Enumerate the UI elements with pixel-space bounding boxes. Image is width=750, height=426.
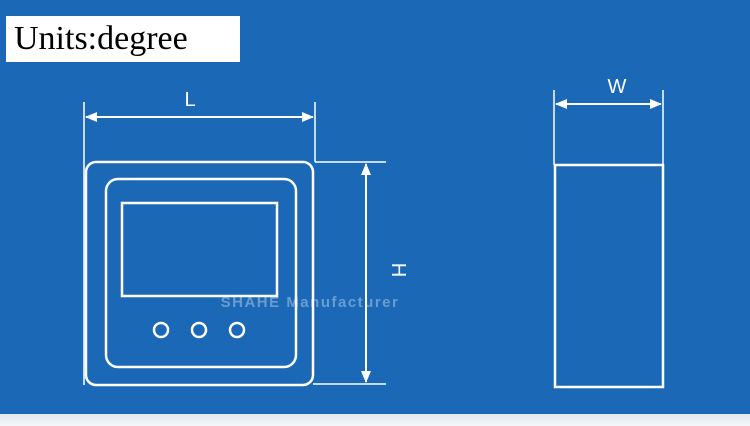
- height-label: H: [387, 263, 409, 277]
- side-view-body: [553, 163, 665, 389]
- length-label: L: [184, 89, 195, 111]
- button-middle: [190, 321, 208, 339]
- button-right: [228, 321, 246, 339]
- units-label-box: [6, 16, 240, 62]
- width-label: W: [608, 76, 627, 98]
- front-view-bezel: [104, 177, 298, 369]
- bottom-band: [0, 414, 750, 426]
- watermark: SHAHE Manufacturer: [221, 294, 400, 311]
- units-label: Units:degree: [14, 20, 188, 57]
- front-view-outer-frame: [84, 160, 315, 387]
- display-screen: [120, 201, 279, 298]
- button-left: [152, 321, 170, 339]
